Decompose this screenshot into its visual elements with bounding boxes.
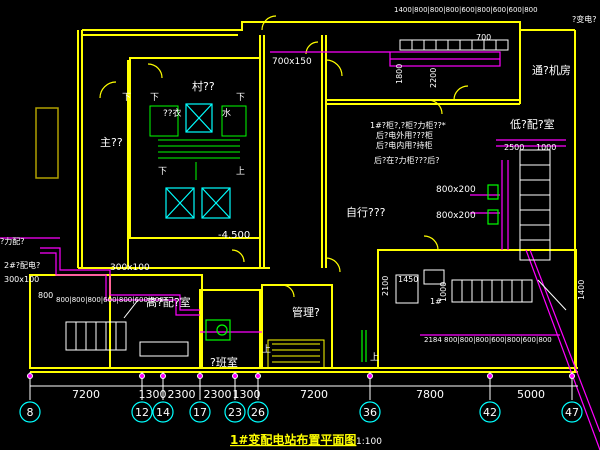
room-manager-label: 管理? bbox=[292, 305, 320, 319]
stair-down-label-1: 下 bbox=[122, 93, 131, 103]
axis-label-8: 8 bbox=[27, 406, 34, 419]
dim-1000b: 1000 bbox=[536, 143, 556, 152]
duct-size-800a: 800x200 bbox=[436, 185, 476, 195]
axis-span-7: 5000 bbox=[517, 388, 545, 401]
axis-circle-23 bbox=[224, 401, 246, 423]
axis-marker-23 bbox=[232, 373, 238, 379]
elevator-shafts bbox=[165, 103, 231, 219]
axis-marker-47 bbox=[569, 373, 575, 379]
room-lv-label: 低?配?室 bbox=[510, 117, 555, 131]
axis-span-4: 1300 bbox=[233, 388, 261, 401]
axis-marker-17 bbox=[197, 373, 203, 379]
stair-down-label-4: 下 bbox=[158, 167, 167, 177]
room-water-label: 水 bbox=[222, 107, 231, 119]
equipment-block bbox=[35, 107, 59, 179]
axis-circle-42 bbox=[479, 401, 501, 423]
stair-down-label-3: 下 bbox=[236, 93, 245, 103]
stair-up-label-3: 上 bbox=[262, 344, 271, 355]
note-line-2: 后?电外用???柜 bbox=[376, 130, 433, 140]
dim-1400a: 1400 bbox=[577, 280, 586, 300]
note-line-1: 1#?柜?,?柜?力柜??* bbox=[370, 120, 446, 130]
duct-size-300: 300x100 bbox=[110, 263, 150, 273]
hv-panel-row: 800|800|800|600|800|600|800 bbox=[56, 296, 164, 304]
axis-span-2: 2300 bbox=[168, 388, 196, 401]
lv-panel-row: 2184 800|800|800|600|800|600|800 bbox=[424, 336, 552, 344]
axis-label-36: 36 bbox=[363, 406, 377, 419]
switchgear-panels bbox=[65, 39, 567, 357]
dim-1450: 1450 bbox=[398, 275, 418, 284]
axis-circle-14 bbox=[152, 401, 174, 423]
axis-bubbles: 8 12 14 17 23 26 36 42 47 bbox=[19, 401, 583, 423]
left-note-3: ?力配? bbox=[0, 236, 25, 246]
small-symbols bbox=[205, 184, 499, 362]
axis-circle-47 bbox=[561, 401, 583, 423]
note-line-3: 后?电内用?持柜 bbox=[376, 140, 433, 150]
duct-size-700: 700x150 bbox=[272, 57, 312, 67]
stair-up-label-1: 上 bbox=[236, 166, 245, 177]
building-walls bbox=[29, 21, 578, 373]
axis-label-12: 12 bbox=[135, 406, 149, 419]
core-stairs bbox=[149, 105, 247, 180]
left-note-1: 2#?配电? bbox=[4, 260, 40, 270]
stair-up-label-2: 上 bbox=[370, 352, 379, 363]
room-toilet-label: ??衣 bbox=[163, 107, 182, 119]
axis-marker-8 bbox=[27, 373, 33, 379]
stair-down-label-2: 下 bbox=[150, 93, 159, 103]
dim-2500: 2500 bbox=[504, 143, 524, 152]
left-dim-800: 800 bbox=[38, 291, 53, 300]
dim-2200: 2200 bbox=[429, 68, 438, 88]
room-comm-label: 通?机房 bbox=[532, 63, 571, 77]
duct-size-300b: 300x100 bbox=[4, 275, 39, 284]
room-labels: 主?? 村?? ??衣 水 自行??? 高?配?室 低?配?室 ?班室 管理? … bbox=[100, 63, 571, 369]
axis-label-17: 17 bbox=[193, 406, 207, 419]
dim-2100: 2100 bbox=[381, 276, 390, 296]
room-self-run-label: 自行??? bbox=[346, 206, 386, 219]
dim-700: 700 bbox=[476, 33, 491, 42]
axis-marker-26 bbox=[255, 373, 261, 379]
door-swings bbox=[99, 15, 469, 298]
axis-label-42: 42 bbox=[483, 406, 497, 419]
axis-label-14: 14 bbox=[156, 406, 170, 419]
axis-circle-17 bbox=[189, 401, 211, 423]
room-elevator-hall-label: 村?? bbox=[192, 79, 215, 93]
dim-1800: 1800 bbox=[395, 64, 404, 84]
dim-1000: 1000 bbox=[439, 282, 448, 302]
axis-circle-8 bbox=[19, 401, 41, 423]
axis-circle-12 bbox=[131, 401, 153, 423]
axis-marker-36 bbox=[367, 373, 373, 379]
axis-circle-36 bbox=[359, 401, 381, 423]
cable-trays bbox=[0, 51, 600, 450]
axis-marker-12 bbox=[139, 373, 145, 379]
drawing-title: 1#变配电站布置平面图 bbox=[230, 432, 356, 447]
axis-span-0: 7200 bbox=[72, 388, 100, 401]
axis-span-1: 1300 bbox=[139, 388, 167, 401]
axis-label-23: 23 bbox=[228, 406, 242, 419]
axis-label-26: 26 bbox=[251, 406, 265, 419]
room-main-label: 主?? bbox=[100, 136, 123, 149]
axis-label-47: 47 bbox=[565, 406, 579, 419]
note-line-4: 后?在?力柜???后? bbox=[374, 155, 439, 165]
annotations: 下 下 下 下 上 上 上 -4.500 700x150 300x100 300… bbox=[0, 6, 597, 363]
axis-marker-42 bbox=[487, 373, 493, 379]
axis-span-5: 7200 bbox=[300, 388, 328, 401]
top-panel-row: 1400|800|800|800|600|800|600|600|800 bbox=[394, 6, 538, 14]
drawing-scale: 1:100 bbox=[356, 437, 382, 447]
stair-hatch bbox=[267, 339, 325, 369]
axis-span-6: 7800 bbox=[416, 388, 444, 401]
axis-span-3: 2300 bbox=[204, 388, 232, 401]
duct-size-800b: 800x200 bbox=[436, 211, 476, 221]
axis-ticks bbox=[27, 372, 575, 400]
elevation-label: -4.500 bbox=[218, 230, 250, 241]
right-side-label: ?变电? bbox=[572, 14, 597, 24]
room-hv-label: 高?配?室 bbox=[146, 295, 191, 309]
axis-circle-26 bbox=[247, 401, 269, 423]
rotated-dimensions: 2100 1000 2200 1800 1400 bbox=[381, 64, 586, 302]
transformer-label: 1# bbox=[430, 297, 442, 306]
room-duty-label: ?班室 bbox=[210, 355, 238, 369]
axis-marker-14 bbox=[160, 373, 166, 379]
